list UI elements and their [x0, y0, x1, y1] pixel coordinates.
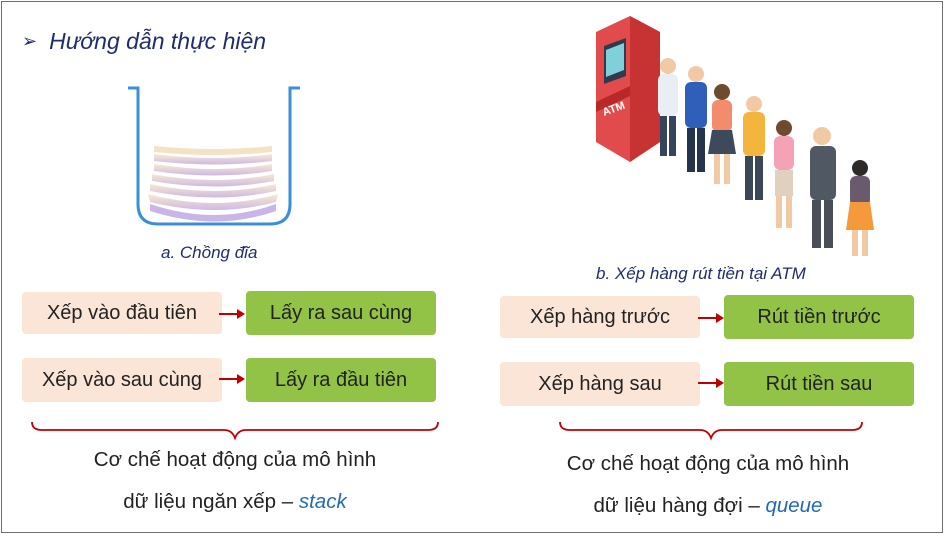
right-arrow-icon [698, 378, 724, 388]
right-row2-to: Rút tiền sau [724, 362, 914, 406]
person-6 [810, 127, 836, 248]
right-arrow-icon [698, 313, 724, 323]
queue-keyword: queue [765, 494, 823, 517]
left-row1-from: Xếp vào đầu tiên [22, 292, 222, 334]
person-4 [743, 96, 765, 200]
arrow-bullet-icon: ➢ [22, 31, 38, 51]
atm-queue-illustration: ATM [590, 12, 890, 264]
right-description-text: dữ liệu hàng đợi – [593, 494, 760, 517]
person-5 [774, 120, 794, 228]
atm-machine-icon: ATM [596, 16, 660, 162]
plate-stack-illustration [126, 86, 302, 236]
right-description-line1: Cơ chế hoạt động của mô hình [566, 452, 850, 475]
left-description-line1: Cơ chế hoạt động của mô hình [93, 448, 377, 471]
right-caption: b. Xếp hàng rút tiền tại ATM [596, 264, 806, 283]
heading-text: Hướng dẫn thực hiện [49, 28, 267, 54]
person-2 [685, 66, 707, 172]
left-row1-to: Lấy ra sau cùng [246, 291, 436, 335]
right-description-line2: dữ liệu hàng đợi – queue [498, 494, 918, 518]
person-7 [846, 160, 874, 256]
right-row2-from: Xếp hàng sau [500, 362, 700, 406]
plate [148, 146, 278, 222]
right-arrow-icon [219, 374, 245, 384]
left-description-line2: dữ liệu ngăn xếp – stack [30, 490, 440, 514]
stack-keyword: stack [298, 490, 347, 513]
left-row2-from: Xếp vào sau cùng [22, 358, 222, 402]
slide-heading: ➢ Hướng dẫn thực hiện [22, 28, 266, 55]
left-brace [31, 421, 439, 441]
left-row2-to: Lấy ra đầu tiên [246, 358, 436, 402]
right-row1-to: Rút tiền trước [724, 295, 914, 339]
person-3 [708, 84, 736, 184]
left-description-text: dữ liệu ngăn xếp – [123, 490, 294, 513]
left-caption: a. Chồng đĩa [161, 243, 258, 262]
right-arrow-icon [219, 309, 245, 319]
right-row1-from: Xếp hàng trước [500, 296, 700, 338]
right-brace [559, 421, 863, 441]
person-1 [658, 58, 678, 156]
